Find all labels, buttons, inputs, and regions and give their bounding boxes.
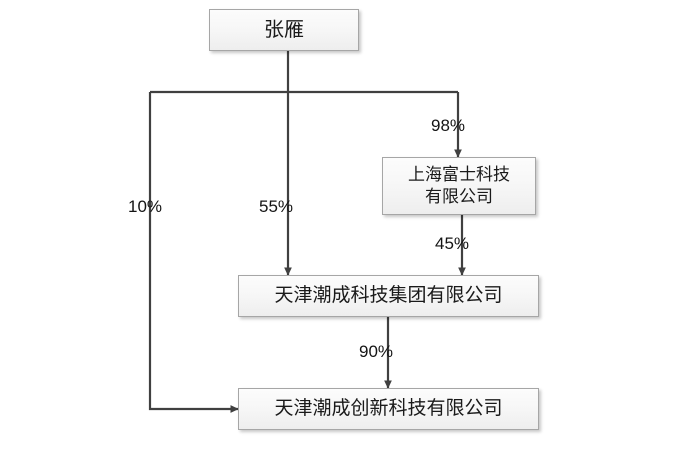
- edge-label-fushi-to-group: 45%: [435, 234, 470, 253]
- node-person[interactable]: 张雁: [209, 9, 359, 51]
- edge-person-to-innovation: [148, 92, 239, 413]
- edge-label-person-to-group: 55%: [259, 197, 294, 216]
- node-company-tianjin-chaocheng-innovation[interactable]: 天津潮成创新科技有限公司: [238, 388, 539, 430]
- edge-label-group-to-innovation: 90%: [359, 342, 394, 361]
- node-company-tianjin-chaocheng-group[interactable]: 天津潮成科技集团有限公司: [238, 275, 539, 317]
- edge-label-person-to-innovation: 10%: [128, 197, 163, 216]
- node-company-shanghai-fushi[interactable]: 上海富士科技 有限公司: [382, 157, 536, 215]
- edge-label-person-to-fushi: 98%: [431, 116, 466, 135]
